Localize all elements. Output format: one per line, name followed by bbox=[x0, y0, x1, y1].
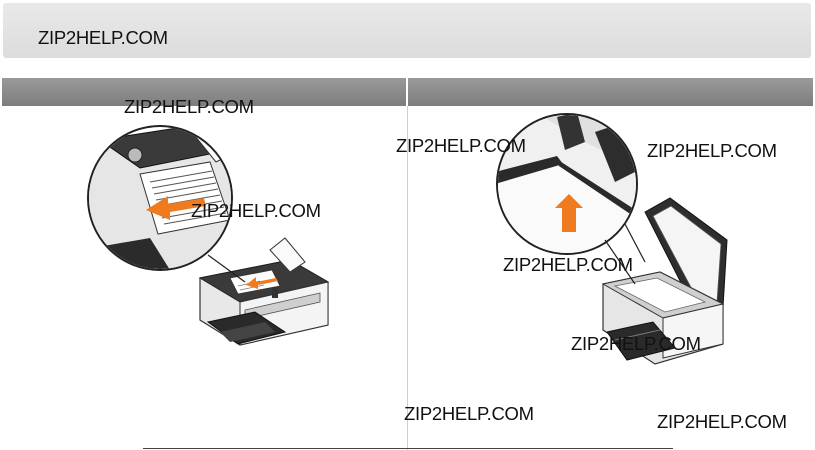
printer-body bbox=[198, 237, 330, 346]
printer-body-open-lid bbox=[601, 197, 728, 365]
column-divider bbox=[407, 106, 408, 450]
bottom-rule bbox=[143, 448, 673, 449]
watermark-text: ZIP2HELP.COM bbox=[503, 254, 633, 275]
column-header-left bbox=[2, 78, 406, 106]
top-banner bbox=[3, 3, 811, 58]
watermark-text: ZIP2HELP.COM bbox=[404, 403, 534, 424]
watermark-text: ZIP2HELP.COM bbox=[38, 27, 168, 48]
column-header-right bbox=[408, 78, 813, 106]
watermark-text: ZIP2HELP.COM bbox=[124, 96, 254, 117]
watermark-text: ZIP2HELP.COM bbox=[647, 140, 777, 161]
printer-adf-illustration bbox=[87, 125, 330, 346]
printer-glass-illustration bbox=[496, 113, 728, 365]
watermark-text: ZIP2HELP.COM bbox=[396, 135, 526, 156]
watermark-text: ZIP2HELP.COM bbox=[191, 200, 321, 221]
watermark-text: ZIP2HELP.COM bbox=[657, 411, 787, 432]
zoom-circle-glass bbox=[496, 113, 638, 255]
watermark-text: ZIP2HELP.COM bbox=[571, 333, 701, 354]
